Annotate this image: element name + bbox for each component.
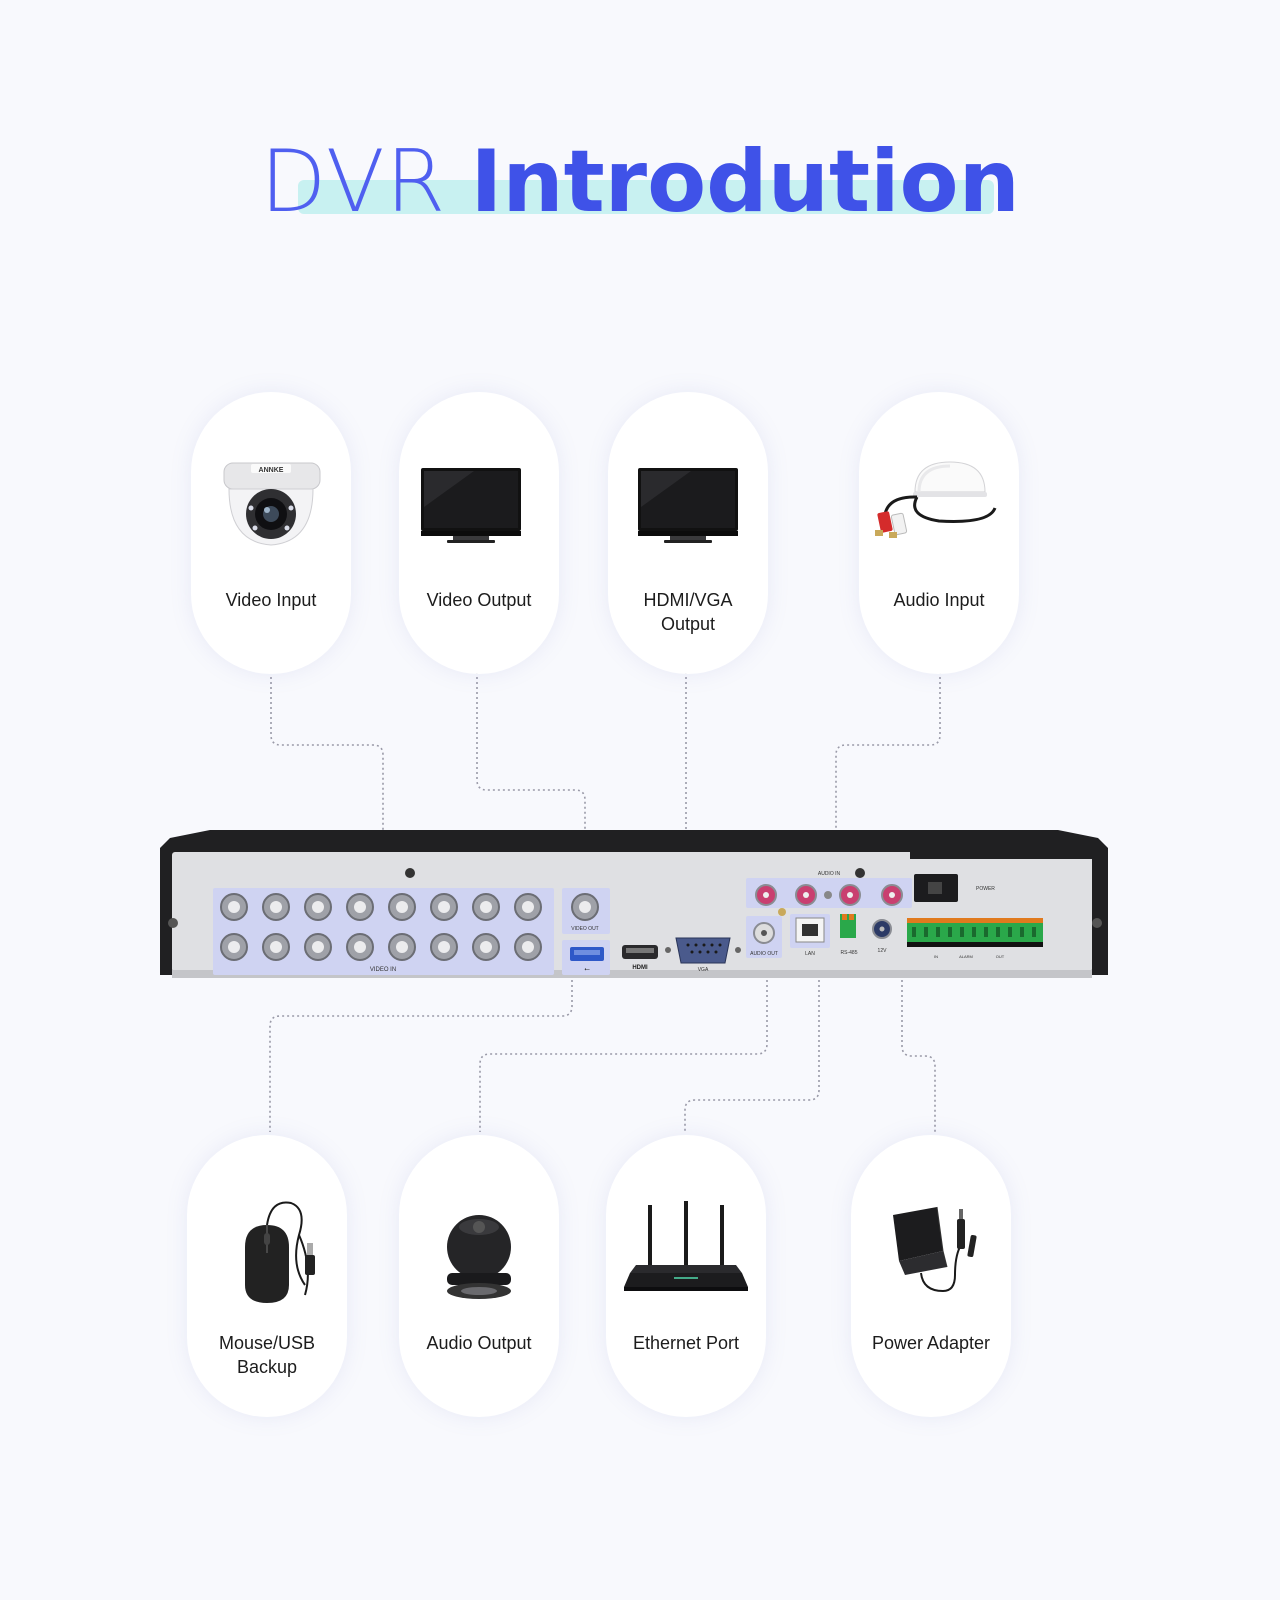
- hdmi-vga-output-card: HDMI/VGA Output: [608, 392, 768, 674]
- dome-camera-icon: ANNKE: [223, 462, 321, 546]
- ethernet-port-label: Ethernet Port: [632, 1333, 740, 1353]
- monitor-icon: [421, 468, 521, 543]
- alarm-text: ALARM: [959, 954, 973, 959]
- title-bold: Introdution: [470, 132, 1020, 232]
- video-input-label: Video Input: [225, 590, 317, 610]
- bnc-ports-bottom: [220, 933, 542, 961]
- video-in-text: VIDEO IN: [370, 967, 396, 973]
- rs485-text: RS-485: [841, 950, 858, 956]
- power-adapter-icon: [893, 1206, 977, 1293]
- mouse-usb-backup-card: Mouse/USB Backup: [187, 1135, 347, 1417]
- power-adapter-label: Power Adapter: [871, 1333, 991, 1353]
- video-output-card: Video Output: [399, 392, 559, 674]
- camera-brand-label: ANNKE: [259, 467, 284, 474]
- speaker-icon: [447, 1215, 511, 1299]
- video-out-text: VIDEO OUT: [571, 926, 599, 932]
- mouse-usb-backup-label: Mouse/USB Backup: [218, 1333, 316, 1377]
- power-in-text: 12V: [878, 948, 888, 954]
- microphone-icon: [875, 461, 997, 538]
- audio-in-text: AUDIO IN: [818, 871, 841, 877]
- power-text: POWER: [976, 886, 995, 892]
- hdmi-text: HDMI: [632, 965, 648, 971]
- dvr-rear-panel: VIDEO IN VIDEO OUT ⭠ HDMI VGA AUDIO IN A…: [160, 830, 1108, 978]
- page-title: DVR Introdution: [0, 132, 1280, 232]
- router-icon: [624, 1201, 748, 1291]
- monitor-icon: [638, 468, 738, 543]
- title-highlight: [298, 180, 994, 214]
- video-input-card: ANNKE Video Input: [191, 392, 351, 674]
- title-light: DVR: [260, 132, 447, 232]
- vga-text: VGA: [698, 967, 709, 973]
- ethernet-port-card: Ethernet Port: [606, 1135, 766, 1417]
- audio-input-label: Audio Input: [893, 590, 985, 610]
- bnc-ports-top: [220, 893, 542, 921]
- alarm-out-text: OUT: [996, 954, 1005, 959]
- mouse-icon: [245, 1201, 315, 1303]
- audio-output-label: Audio Output: [426, 1333, 532, 1353]
- audio-input-card: Audio Input: [859, 392, 1019, 674]
- alarm-in-text: IN: [934, 954, 938, 959]
- audio-out-text: AUDIO OUT: [750, 951, 778, 957]
- lan-text: LAN: [805, 951, 815, 957]
- title-wrap: DVR Introdution: [260, 132, 1020, 232]
- svg-text:⭠: ⭠: [584, 965, 590, 973]
- hdmi-vga-output-label: HDMI/VGA Output: [643, 590, 733, 634]
- power-adapter-card: Power Adapter: [851, 1135, 1011, 1417]
- audio-output-card: Audio Output: [399, 1135, 559, 1417]
- video-output-label: Video Output: [426, 590, 532, 610]
